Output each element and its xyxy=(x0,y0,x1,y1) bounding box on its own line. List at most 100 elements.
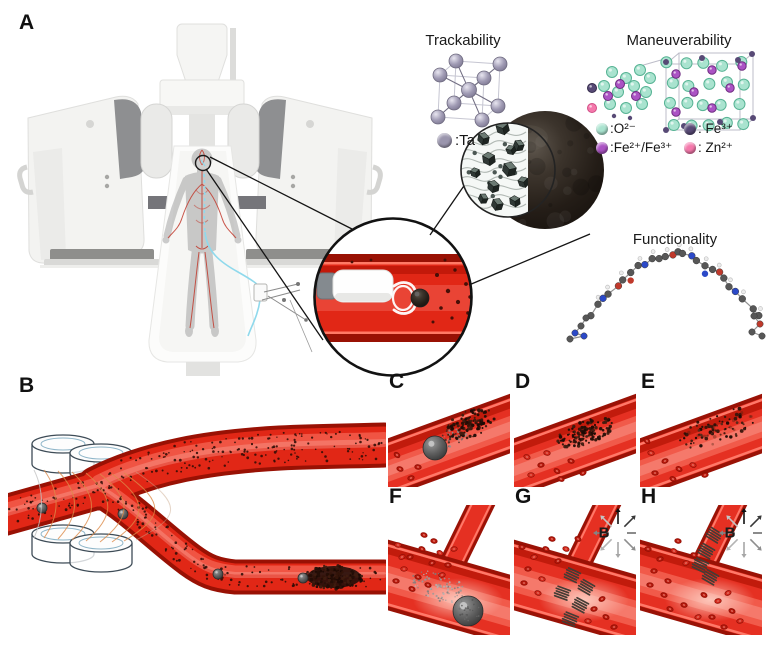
red-blood-cell xyxy=(518,544,526,550)
red-blood-cell xyxy=(553,467,561,475)
microrobots xyxy=(36,502,309,584)
legend-item-fe23: :Fe²⁺/Fe³⁺ xyxy=(596,140,682,156)
red-blood-cell xyxy=(700,592,708,598)
oxygen-ion-swatch xyxy=(596,123,608,135)
red-blood-cell xyxy=(562,546,570,552)
red-blood-cell xyxy=(646,582,654,588)
fe23-ion-swatch xyxy=(596,142,608,154)
microrobot xyxy=(36,502,48,514)
red-blood-cell xyxy=(396,466,404,472)
red-blood-cell xyxy=(438,572,446,578)
nanoparticle-chain xyxy=(577,578,596,596)
red-blood-cell xyxy=(520,580,528,586)
panel-label-d: D xyxy=(515,370,531,393)
panel-label-c: C xyxy=(389,370,405,393)
red-blood-cell xyxy=(661,458,669,464)
ta-legend-label: :Ta xyxy=(455,132,476,149)
magnetic-field-lines xyxy=(33,469,171,543)
red-blood-cell xyxy=(407,475,415,481)
red-blood-cell xyxy=(724,590,732,596)
red-blood-cell xyxy=(523,454,531,460)
red-blood-cell xyxy=(647,450,655,456)
red-blood-cell xyxy=(682,560,690,566)
red-blood-cell xyxy=(669,476,677,482)
red-blood-cell xyxy=(430,538,438,544)
sphere-zoom-lines xyxy=(429,179,591,286)
legend-item-fe3: : Fe³⁺ xyxy=(684,121,733,137)
red-blood-cell xyxy=(394,542,402,548)
red-blood-cell xyxy=(554,558,562,564)
microrobot xyxy=(212,568,224,580)
red-blood-cell xyxy=(392,578,400,584)
imaging-system-illustration xyxy=(17,23,381,376)
red-blood-cell xyxy=(398,554,406,560)
red-blood-cell xyxy=(728,608,736,614)
red-blood-cell xyxy=(650,568,658,574)
red-blood-cell xyxy=(574,536,582,542)
red-blood-cell xyxy=(651,470,659,476)
ta-atom-swatch xyxy=(437,133,452,148)
tile-h-vessel xyxy=(640,505,762,635)
tile-c-vessel xyxy=(388,390,510,487)
red-blood-cell xyxy=(694,614,702,620)
nanoparticle-chain xyxy=(697,542,716,560)
red-blood-cell xyxy=(414,574,422,580)
red-blood-cell xyxy=(420,532,428,538)
red-blood-cell xyxy=(428,560,436,566)
red-blood-cell xyxy=(527,472,535,478)
red-blood-cell xyxy=(610,624,618,630)
red-blood-cell xyxy=(675,466,683,472)
nanoparticle-chain xyxy=(691,557,710,574)
legend-item-oxygen: :O²⁻ xyxy=(596,121,682,137)
red-blood-cell xyxy=(584,618,592,624)
red-blood-cell xyxy=(408,586,416,592)
red-blood-cell xyxy=(670,548,678,554)
magnetic-field-label: B xyxy=(598,524,610,542)
magnifier-callout xyxy=(313,217,473,377)
magnetic-field-label: B xyxy=(724,524,736,542)
red-blood-cell xyxy=(537,462,545,468)
red-blood-cell xyxy=(524,566,532,572)
ta-crystal xyxy=(430,53,508,128)
red-blood-cell xyxy=(643,437,651,445)
red-blood-cell xyxy=(414,464,422,470)
panel-label-a: A xyxy=(19,11,35,34)
red-blood-cell xyxy=(418,546,426,552)
red-blood-cell xyxy=(557,476,565,482)
vasculature xyxy=(167,149,237,329)
panel-label-f: F xyxy=(389,485,402,508)
tile-e-vessel xyxy=(640,390,762,487)
spinel-crystal xyxy=(587,51,756,133)
zn-ion-swatch xyxy=(684,142,696,154)
red-blood-cell xyxy=(543,450,551,456)
red-blood-cell xyxy=(714,598,722,604)
microrobot-sphere xyxy=(460,111,604,229)
red-blood-cell xyxy=(393,451,401,459)
red-blood-cell xyxy=(680,602,688,608)
red-blood-cell xyxy=(708,614,716,620)
nanoparticle-chain xyxy=(553,585,572,601)
nanoparticle-chain xyxy=(571,596,590,614)
fe3-ion-swatch xyxy=(684,123,696,135)
callout-lines xyxy=(205,156,353,341)
red-blood-cell xyxy=(660,592,668,598)
peptide-molecule xyxy=(566,242,766,343)
red-blood-cell xyxy=(444,562,452,568)
red-blood-cell xyxy=(674,538,682,544)
red-blood-cell xyxy=(548,536,556,542)
legend-item-ta: :Ta xyxy=(437,132,475,149)
red-blood-cell xyxy=(644,546,652,552)
nanoparticle-chain xyxy=(563,567,582,584)
red-blood-cell xyxy=(538,576,546,582)
released-microrobot xyxy=(410,288,430,308)
red-blood-cell xyxy=(701,472,709,478)
nanoparticle-chain xyxy=(705,526,724,544)
red-blood-cell xyxy=(598,596,606,602)
nanoparticle-mesh-cutaway xyxy=(460,122,528,211)
red-blood-cell xyxy=(406,554,414,560)
red-blood-cell xyxy=(690,552,698,558)
microrobot xyxy=(297,572,309,584)
tile-d-vessel xyxy=(514,390,636,487)
